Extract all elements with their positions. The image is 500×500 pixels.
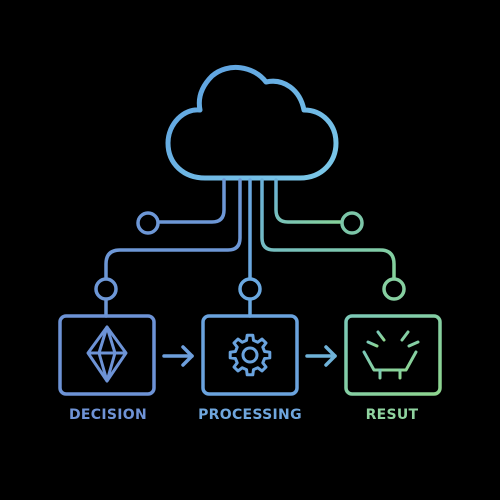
- arrow-processing-to-result: [305, 345, 337, 367]
- right-junction-node: [340, 211, 364, 235]
- processing-box: [201, 314, 299, 396]
- result-input-node: [382, 277, 406, 301]
- result-label: RESUT: [365, 407, 419, 423]
- arrow-decision-to-processing: [162, 345, 194, 367]
- decision-label: DECISION: [69, 407, 147, 423]
- left-connector: [104, 178, 242, 318]
- decision-input-node: [94, 277, 118, 301]
- left-junction-node: [136, 211, 160, 235]
- result-box: [344, 314, 442, 396]
- right-connector: [260, 178, 396, 318]
- cloud-icon: [165, 64, 339, 181]
- processing-input-node: [238, 277, 262, 301]
- processing-label: PROCESSING: [198, 407, 302, 423]
- bowl-burst-icon: [355, 326, 425, 380]
- gear-icon: [228, 333, 272, 377]
- decision-box: [58, 314, 156, 396]
- diamond-gem-icon: [86, 325, 128, 383]
